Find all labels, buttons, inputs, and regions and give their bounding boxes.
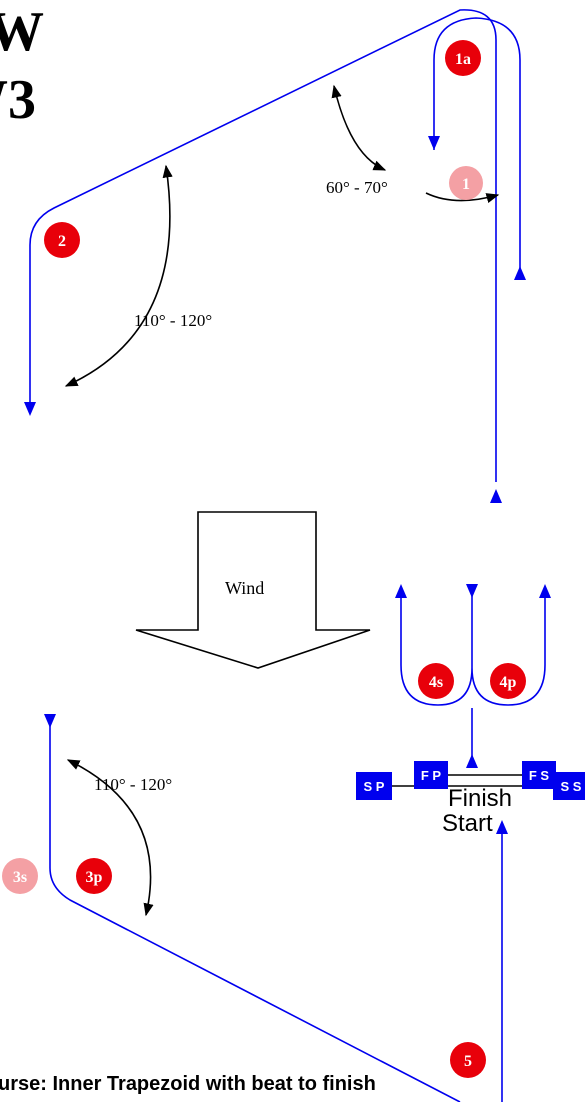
- mark-4s: 4s: [418, 663, 454, 699]
- angle-arc-top: [331, 84, 387, 171]
- angle-arc-mark1: [425, 192, 500, 204]
- svg-text:4s: 4s: [429, 674, 443, 691]
- angle-arc-lower: [66, 759, 154, 917]
- svg-text:F P: F P: [421, 768, 442, 783]
- svg-text:1: 1: [462, 176, 470, 193]
- mark-3p: 3p: [76, 858, 112, 894]
- title-line-2: W3: [0, 69, 36, 131]
- arrow-down-1a: [428, 136, 440, 150]
- angle-label-lower: 110° - 120°: [94, 775, 172, 794]
- arrow-down-3: [44, 714, 56, 728]
- mark-5: 5: [450, 1042, 486, 1078]
- course-inner-loop: [433, 17, 521, 278]
- svg-text:S S: S S: [561, 779, 582, 794]
- wind-label: Wind: [225, 578, 264, 598]
- mark-3s: 3s: [2, 858, 38, 894]
- arrow-up-start: [466, 754, 478, 768]
- angle-label-left: 110° - 120°: [134, 311, 212, 330]
- title-line-1: W: [0, 1, 44, 63]
- start-boat-box: S S: [553, 772, 585, 800]
- mark-1a: 1a: [445, 40, 481, 76]
- finish-pin-box: F P: [414, 761, 448, 789]
- arrow-down-2: [24, 402, 36, 416]
- svg-text:F S: F S: [529, 768, 550, 783]
- arrow-up-gate-right: [539, 584, 551, 598]
- svg-text:1a: 1a: [455, 51, 471, 68]
- course-caption: urse: Inner Trapezoid with beat to finis…: [0, 1073, 376, 1095]
- svg-text:2: 2: [58, 233, 66, 250]
- wind-arrow: [135, 511, 371, 669]
- angle-arc-left: [64, 164, 173, 387]
- finish-label: Finish: [448, 785, 512, 812]
- angle-label-top: 60° - 70°: [326, 178, 388, 197]
- finish-boat-box: F S: [522, 761, 556, 789]
- course-direction-arrows: [24, 136, 551, 834]
- svg-text:5: 5: [464, 1053, 472, 1070]
- arrow-up-inner: [514, 266, 526, 280]
- svg-text:3p: 3p: [86, 869, 103, 886]
- mark-2: 2: [44, 222, 80, 258]
- svg-text:3s: 3s: [13, 869, 27, 886]
- arrow-up-gate-left: [395, 584, 407, 598]
- start-pin-box: S P: [356, 772, 392, 800]
- course-outer-leg: [29, 9, 497, 482]
- start-label: Start: [442, 810, 493, 837]
- svg-text:4p: 4p: [500, 674, 517, 691]
- arrow-up-finish: [496, 820, 508, 834]
- mark-4p: 4p: [490, 663, 526, 699]
- mark-1: 1: [449, 166, 483, 200]
- arrow-down-gate-centre: [466, 584, 478, 598]
- svg-text:S P: S P: [364, 779, 385, 794]
- arrow-up-outer: [490, 489, 502, 503]
